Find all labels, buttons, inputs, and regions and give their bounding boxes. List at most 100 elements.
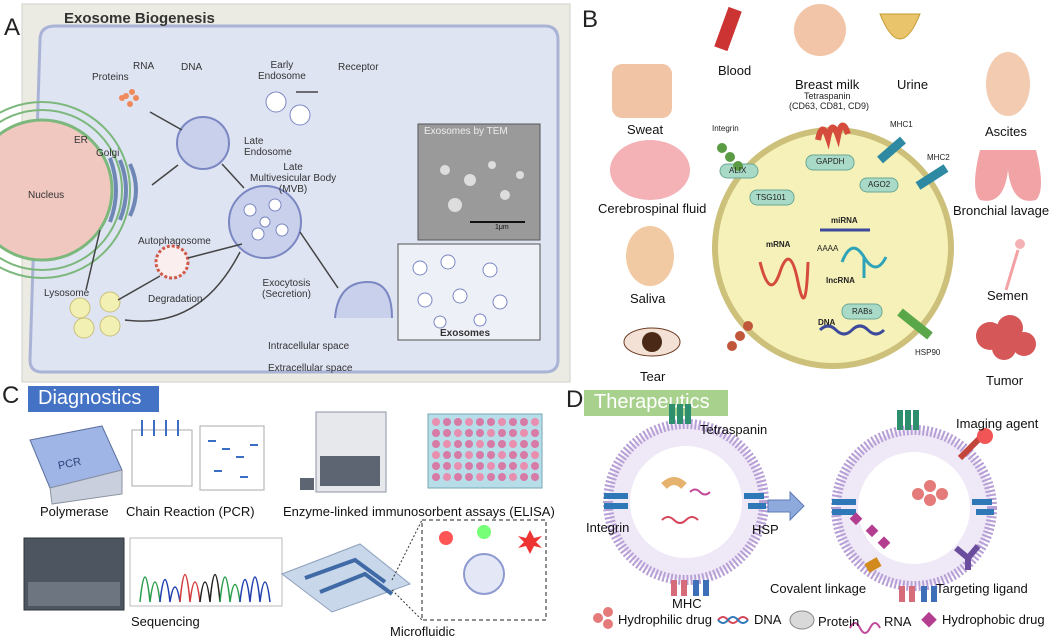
marker-aaaa: AAAA [817,244,839,253]
elisa-well [531,462,539,470]
panel-a-title: Exosome Biogenesis [64,10,215,27]
elisa-well [509,418,517,426]
elisa-well [476,462,484,470]
label-autophagosome: Autophagosome [138,236,211,247]
elisa-well [443,429,451,437]
elisa-well [509,451,517,459]
golgi-graphic [108,157,138,223]
label-golgi: Golgi [96,148,120,159]
marker-gapdh: GAPDH [816,157,845,166]
elisa-well [487,462,495,470]
elisa-well [487,473,495,481]
elisa-well [454,462,462,470]
elisa-well [487,429,495,437]
fluid-tumor: Tumor [986,373,1024,388]
elisa-well [476,473,484,481]
elisa-well [432,440,440,448]
fluid-tear: Tear [640,369,666,384]
elisa-well [443,418,451,426]
elisa-well [465,473,473,481]
elisa-well [487,440,495,448]
label-nucleus: Nucleus [28,190,65,201]
legend-hydrophobic-drug: Hydrophobic drug [942,612,1045,627]
sequencing-caption: Sequencing [131,614,200,629]
label-receptor: Receptor [338,62,379,73]
label-mhc: MHC [672,596,702,611]
elisa-well [465,440,473,448]
elisa-well [520,462,528,470]
marker-mirna: miRNA [831,216,858,225]
elisa-well [498,473,506,481]
label-covalent-linkage: Covalent linkage [770,581,867,596]
marker-integrin: Integrin [712,124,739,133]
elisa-well [432,462,440,470]
legend-hydrophilic-drug: Hydrophilic drug [618,612,712,627]
fluid-csf: Cerebrospinal fluid [598,201,707,216]
fluid-blood: Blood [718,63,752,78]
marker-tetraspanin-list: (CD63, CD81, CD9) [789,101,870,111]
elisa-well [487,451,495,459]
label-rna: RNA [133,61,155,72]
elisa-well [498,429,506,437]
label-imaging-agent: Imaging agent [956,416,1039,431]
elisa-well [454,429,462,437]
nucleus-graphic [0,101,131,279]
panel-a-letter: A [4,14,21,41]
elisa-well [465,429,473,437]
elisa-well [443,473,451,481]
label-exocytosis: Exocytosis (Secretion) [262,278,311,300]
label-targeting-ligand: Targeting ligand [936,581,1028,596]
elisa-well [443,451,451,459]
elisa-well [465,418,473,426]
panel-c-letter: C [2,382,20,409]
elisa-well [476,451,484,459]
label-mvb: Late Multivesicular Body (MVB) [250,162,337,195]
marker-ago2: AGO2 [868,180,891,189]
elisa-well [476,429,484,437]
label-scale-bar: 1μm [495,224,509,231]
elisa-well [498,418,506,426]
elisa-well [465,451,473,459]
label-hsp: HSP [752,522,779,537]
label-early-endosome: Early Endosome [258,60,306,82]
elisa-well [531,440,539,448]
label-er: ER [74,135,88,146]
elisa-well [432,418,440,426]
elisa-well [509,440,517,448]
label-integrin: Integrin [586,520,630,535]
marker-tetraspanin: Tetraspanin [804,91,851,101]
label-exosomes: Exosomes [440,328,491,339]
elisa-well [432,451,440,459]
label-tetraspanin: Tetraspanin [700,422,768,437]
label-tem: Exosomes by TEM [424,126,508,137]
panel-b-letter: B [582,6,599,33]
elisa-caption-2: immunosorbent assays (ELISA) [372,504,555,519]
elisa-well [531,429,539,437]
elisa-well [432,429,440,437]
elisa-well [498,462,506,470]
marker-mhc1: MHC1 [890,120,913,129]
elisa-well [465,462,473,470]
marker-tsg101: TSG101 [756,193,786,202]
elisa-well [520,418,528,426]
fluid-saliva: Saliva [630,291,666,306]
pcr-caption-2: Chain Reaction (PCR) [126,504,255,519]
elisa-well [432,473,440,481]
fluid-bronchial-lavage: Bronchial lavage [953,203,1050,218]
elisa-well [454,440,462,448]
diagnostics-banner: Diagnostics [28,386,160,412]
elisa-well [531,418,539,426]
marker-mhc2: MHC2 [927,153,950,162]
microfluidic-caption: Microfluidic [390,624,456,639]
legend-protein: Protein [818,614,860,629]
fluid-sweat: Sweat [627,122,664,137]
label-proteins: Proteins [92,72,129,83]
elisa-well [520,451,528,459]
elisa-well [498,440,506,448]
label-degradation: Degradation [148,294,203,305]
elisa-well [476,440,484,448]
label-lysosome: Lysosome [44,288,90,299]
